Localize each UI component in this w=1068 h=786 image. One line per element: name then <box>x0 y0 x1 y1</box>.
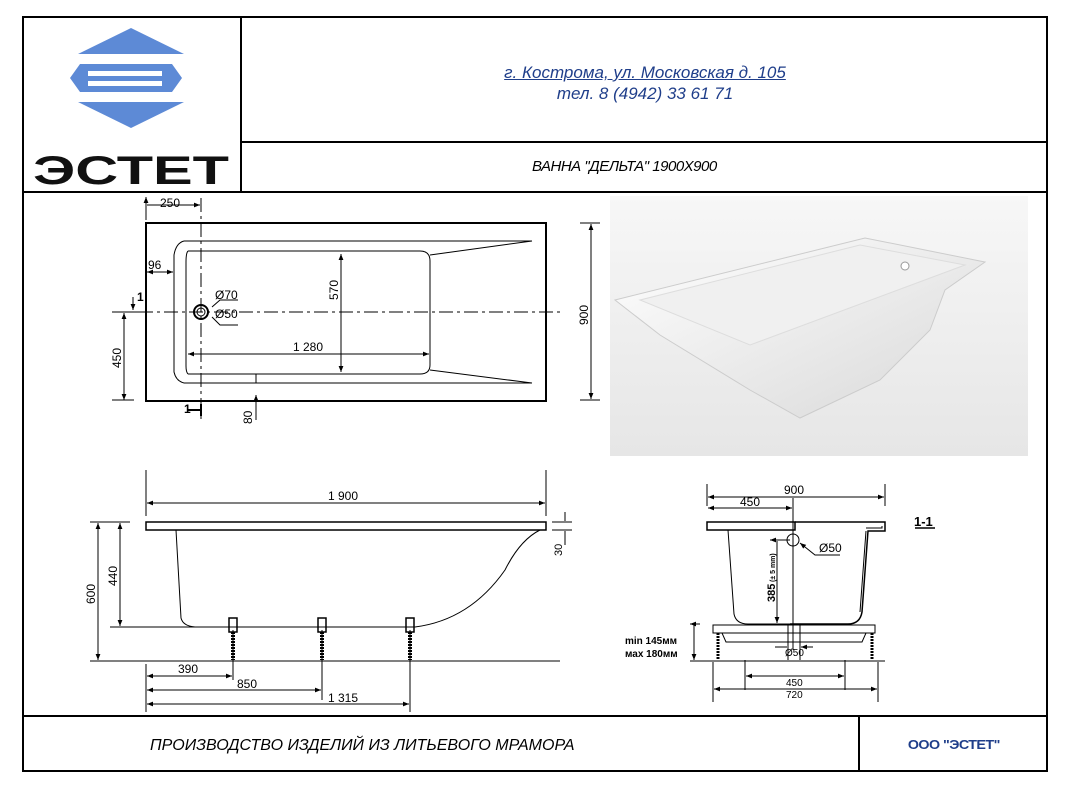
dim-1315: 1 315 <box>328 691 358 705</box>
logo-emblem-icon <box>70 28 184 128</box>
dim-450-section-top: 450 <box>740 495 760 509</box>
dim-80: 80 <box>241 410 255 424</box>
leg-height-min: min 145мм <box>625 636 677 647</box>
dim-720: 720 <box>786 690 803 701</box>
section-label: 1-1 <box>914 514 933 529</box>
dim-900-plan: 900 <box>577 305 591 325</box>
dim-850: 850 <box>237 677 257 691</box>
footer-divider <box>858 717 860 772</box>
drawing-frame <box>22 16 1048 772</box>
footer: ПРОИЗВОДСТВО ИЗДЕЛИЙ ИЗ ЛИТЬЕВОГО МРАМОР… <box>22 715 1048 772</box>
logo-text: ЭСТЕТ <box>33 149 229 193</box>
dim-600: 600 <box>84 584 98 604</box>
dim-ø50-plan: Ø50 <box>215 307 238 321</box>
section-mark-top: 1 <box>137 290 144 304</box>
dim-385-tolerance: (± 5 mm) <box>770 553 777 582</box>
product-title: ВАННА "ДЕЛЬТА" 1900X900 <box>240 143 1048 193</box>
product-photo <box>610 196 1028 456</box>
company-name: ООО "ЭСТЕТ" <box>907 737 1001 752</box>
company-logo: ЭСТЕТ <box>22 16 240 193</box>
production-text: ПРОИЗВОДСТВО ИЗДЕЛИЙ ИЗ ЛИТЬЕВОГО МРАМОР… <box>150 737 575 754</box>
dim-1280: 1 280 <box>293 340 323 354</box>
dim-250: 250 <box>160 196 180 210</box>
dim-570: 570 <box>327 280 341 300</box>
leg-height-max: мах 180мм <box>625 649 678 660</box>
section-view <box>690 484 935 702</box>
dim-900-section: 900 <box>784 483 804 497</box>
plan-view <box>112 197 600 420</box>
dim-1900: 1 900 <box>328 489 358 503</box>
section-mark-bottom: 1 <box>184 402 191 416</box>
dim-450-section-bottom: 450 <box>786 678 803 689</box>
overflow-diameter: Ø50 <box>819 541 842 555</box>
dim-440: 440 <box>106 566 120 586</box>
dim-390: 390 <box>178 662 198 676</box>
phone-text: тел. 8 (4942) 33 61 71 <box>556 84 734 103</box>
address-block: г. Кострома, ул. Московская д. 105 тел. … <box>240 16 1048 143</box>
adjustable-legs <box>228 617 415 660</box>
dim-ø70: Ø70 <box>215 288 238 302</box>
dim-450-plan: 450 <box>110 348 124 368</box>
address-link[interactable]: г. Кострома, ул. Московская д. 105 <box>504 63 786 82</box>
dim-385: 385 <box>766 584 778 602</box>
drain-diameter: Ø50 <box>785 648 804 659</box>
side-view <box>90 470 572 712</box>
dim-30: 30 <box>553 544 565 556</box>
dim-96: 96 <box>148 258 162 272</box>
